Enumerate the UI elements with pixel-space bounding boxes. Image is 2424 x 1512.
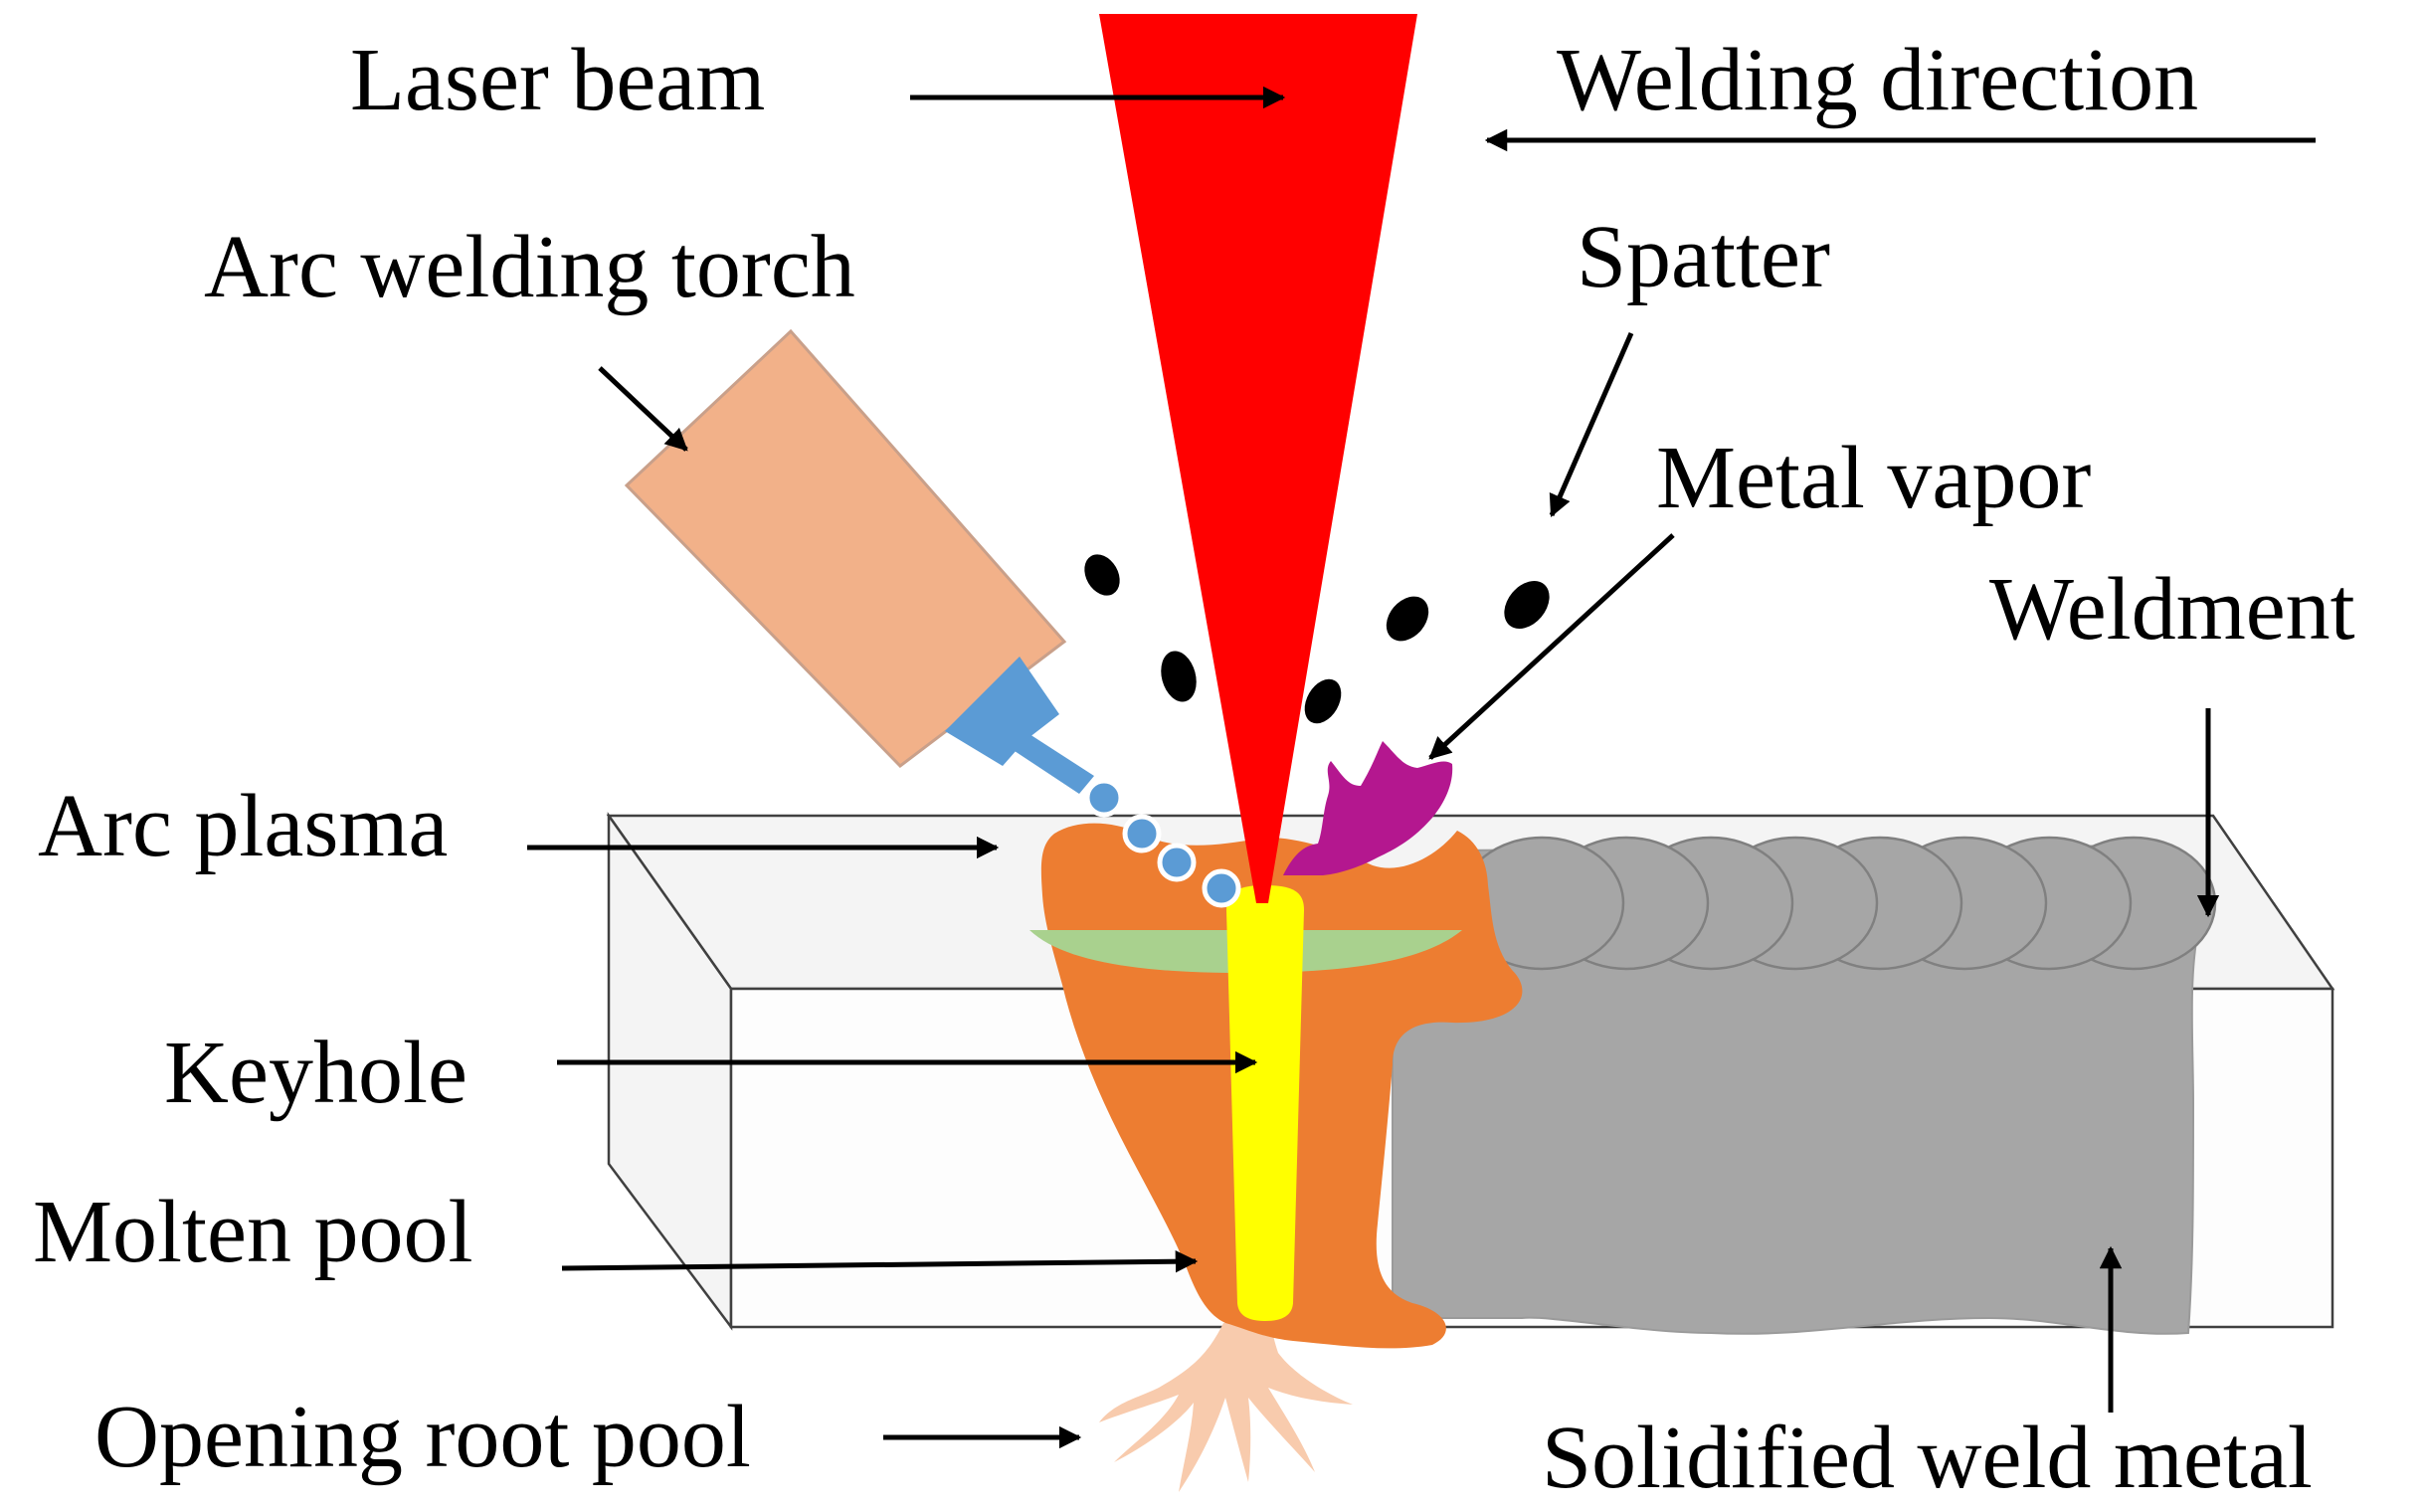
droplet [1157, 843, 1197, 882]
label-solidified-weld-metal: Solidified weld metal [1542, 1409, 2313, 1507]
spatter-particle [1504, 580, 1550, 630]
label-molten-pool: Molten pool [33, 1183, 473, 1281]
labels: Laser beam Welding direction Arc welding… [33, 31, 2355, 1507]
torch-body [624, 328, 1067, 768]
droplet [1122, 814, 1162, 853]
label-arc-plasma: Arc plasma [38, 777, 448, 875]
label-metal-vapor: Metal vapor [1656, 429, 2091, 527]
arc-welding-torch [624, 328, 1094, 794]
droplet [1202, 868, 1241, 908]
leader-arrows [527, 86, 2316, 1449]
arrow-arc-welding-torch [598, 366, 688, 452]
spatter-particle [1084, 554, 1120, 596]
spatter-particle [1304, 678, 1342, 724]
droplet [1084, 778, 1124, 818]
laser-beam [1099, 14, 1417, 903]
weld-bead-ripples [1458, 836, 2217, 971]
label-arc-welding-torch: Arc welding torch [204, 218, 855, 316]
label-opening-root-pool: Opening root pool [94, 1388, 751, 1486]
spatter-particles [1084, 554, 1550, 724]
label-welding-direction: Welding direction [1557, 31, 2198, 129]
arrow-metal-vapor [1428, 533, 1675, 760]
spatter-particle [1386, 596, 1429, 642]
label-keyhole: Keyhole [164, 1024, 467, 1122]
keyhole [1226, 885, 1304, 1321]
solidified-weld-metal [1392, 844, 2200, 1335]
opening-root-pool [1099, 1321, 1353, 1492]
label-laser-beam: Laser beam [350, 31, 765, 129]
arrow-molten-pool [561, 1249, 1199, 1273]
torch-contact-tip [1015, 734, 1094, 794]
arrow-spatter [1549, 331, 1634, 518]
metal-droplets [1084, 778, 1241, 908]
metal-vapor [1283, 741, 1453, 875]
torch-nozzle [945, 657, 1059, 766]
label-spatter: Spatter [1577, 208, 1830, 306]
label-weldment: Weldment [1989, 560, 2355, 659]
spatter-particle [1161, 651, 1197, 702]
